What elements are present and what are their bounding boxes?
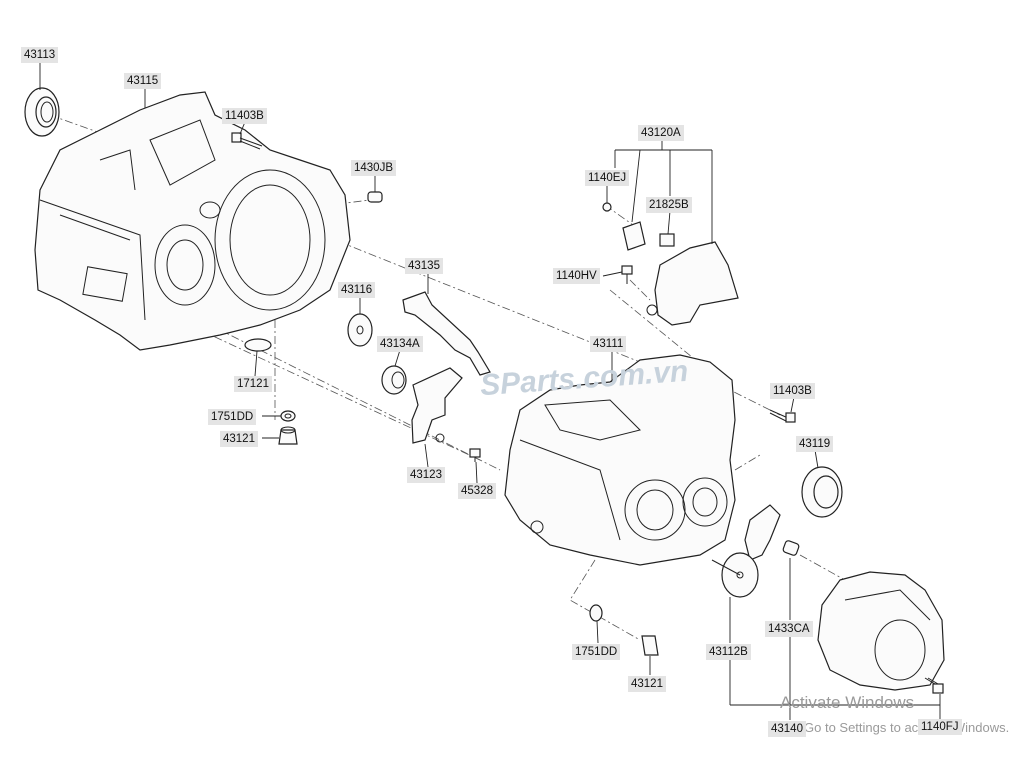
bolt-11403b-top (231, 132, 263, 150)
label-43123: 43123 (407, 467, 445, 483)
gasket-1751dd-left (280, 410, 296, 422)
oil-seal-43113 (24, 87, 60, 137)
mount-assembly-43120a (602, 202, 739, 326)
bracket-43123 (411, 367, 463, 444)
label-43119: 43119 (796, 436, 834, 452)
activate-windows-subtitle: Go to Settings to activate Windows. (804, 720, 1010, 735)
label-43120a: 43120A (638, 125, 684, 141)
bolt-45328 (469, 448, 481, 462)
label-1751dd-bottom: 1751DD (572, 644, 621, 660)
label-43134a: 43134A (377, 336, 423, 352)
label-43121-bottom: 43121 (628, 676, 666, 692)
label-1140fj: 1140FJ (918, 719, 962, 735)
seal-17121 (244, 338, 272, 352)
transmission-case-43111 (504, 354, 736, 566)
pin-1433ca (782, 540, 800, 556)
label-45328: 45328 (458, 483, 496, 499)
label-43121-left: 43121 (220, 431, 258, 447)
label-43140: 43140 (768, 721, 806, 737)
shift-lever-43112b (711, 504, 781, 598)
label-43111: 43111 (590, 336, 627, 352)
leader-lines (39, 62, 941, 720)
pin-1430jb (367, 191, 383, 203)
seal-43134a (381, 365, 407, 395)
label-43116: 43116 (338, 282, 376, 298)
gasket-43116 (347, 313, 373, 347)
gasket-1751dd-bottom (589, 604, 603, 622)
plug-43121-left (278, 426, 298, 445)
label-1751dd-left: 1751DD (208, 409, 257, 425)
label-1140ej: 1140EJ (585, 170, 630, 186)
label-1433ca: 1433CA (765, 621, 813, 637)
bolt-1140fj (924, 677, 944, 694)
activate-windows-title: Activate Windows (780, 693, 915, 712)
bracket-43135 (402, 291, 491, 376)
bolt-11403b-right (769, 409, 796, 423)
seal-43119 (801, 466, 843, 518)
cover-43140 (817, 571, 945, 691)
label-1430jb: 1430JB (351, 160, 397, 176)
plug-43121-bottom (641, 635, 659, 656)
label-11403b-right: 11403B (770, 383, 815, 399)
label-11403b-top: 11403B (222, 108, 267, 124)
label-21825b: 21825B (646, 197, 692, 213)
label-43112b: 43112B (706, 644, 751, 660)
label-17121: 17121 (234, 376, 272, 392)
label-43115: 43115 (124, 73, 162, 89)
label-1140hv: 1140HV (553, 268, 600, 284)
label-43113: 43113 (21, 47, 59, 63)
clutch-housing-43115 (34, 91, 351, 351)
label-43135: 43135 (405, 258, 443, 274)
